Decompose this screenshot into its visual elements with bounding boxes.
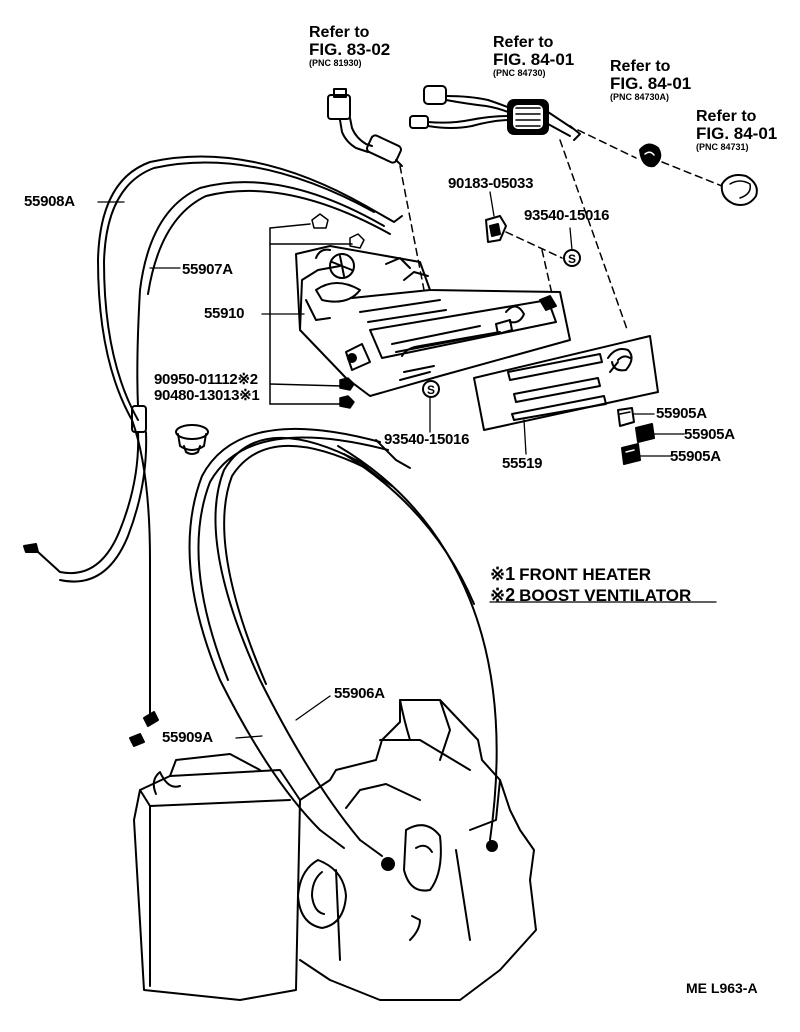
switch-connector xyxy=(327,88,403,167)
screw-upper: S xyxy=(563,249,581,267)
reference-figure: FIG. 84-01 xyxy=(696,124,778,143)
knob-55905a-1 xyxy=(617,407,635,427)
figure-code: ME L963-A xyxy=(686,980,758,996)
reference-refer-to: Refer to xyxy=(610,58,671,75)
part-label-55909a: 55909A xyxy=(162,729,213,746)
cable-55908a xyxy=(97,155,403,747)
reference-pnc: (PNC 81930) xyxy=(309,58,362,68)
reference-pnc: (PNC 84731) xyxy=(696,142,749,152)
reference-refer-to: Refer to xyxy=(309,24,370,41)
reference-fig-84-01-84730: Refer to FIG. 84-01 (PNC 84730) xyxy=(493,34,574,78)
heater-unit xyxy=(133,699,537,1001)
part-label-55905a-1: 55905A xyxy=(656,405,707,422)
knob-55905a-3 xyxy=(621,443,641,465)
legend-text: FRONT HEATER xyxy=(519,565,651,584)
reference-pnc: (PNC 84730) xyxy=(493,68,546,78)
part-label-55908a: 55908A xyxy=(24,193,75,210)
cable-55909a xyxy=(188,427,498,849)
part-label-90950-01112: 90950-01112※2 xyxy=(154,372,258,388)
reference-fig-83-02: Refer to FIG. 83-02 (PNC 81930) xyxy=(309,24,390,68)
reference-figure: FIG. 84-01 xyxy=(610,74,692,93)
knob-84731 xyxy=(720,174,758,206)
screw-lower: S xyxy=(422,380,440,398)
reference-refer-to: Refer to xyxy=(696,108,757,125)
part-number: 90950-01112 xyxy=(154,371,238,388)
part-label-55905a-2: 55905A xyxy=(684,426,735,443)
reference-pnc: (PNC 84730A) xyxy=(610,92,670,102)
part-label-55907a: 55907A xyxy=(182,261,233,278)
leader-lines xyxy=(97,191,717,739)
part-label-55905a-3: 55905A xyxy=(670,448,721,465)
part-mark: ※1 xyxy=(239,387,260,404)
blower-switch-harness xyxy=(409,85,581,141)
part-label-55906a: 55906A xyxy=(334,685,385,702)
legend-text: BOOST VENTILATOR xyxy=(519,586,692,605)
part-label-93540-15016-lower: 93540-15016 xyxy=(384,431,470,448)
reference-fig-84-01-84730a: Refer to FIG. 84-01 (PNC 84730A) xyxy=(610,58,691,102)
bolt-bracket xyxy=(269,213,365,409)
legend-symbol: ※2 xyxy=(490,585,516,605)
knob-55905a-2 xyxy=(635,423,655,443)
heater-control-face-plate xyxy=(473,335,659,431)
cable-55907a xyxy=(23,181,391,583)
legend-symbol: ※1 xyxy=(490,564,516,584)
cable-55906a xyxy=(214,436,393,857)
part-mark: ※2 xyxy=(237,371,258,388)
part-label-90480-13013: 90480-13013※1 xyxy=(154,387,260,404)
knob-84730a xyxy=(639,143,662,168)
clip-90183 xyxy=(485,215,507,243)
reference-fig-84-01-84731: Refer to FIG. 84-01 (PNC 84731) xyxy=(696,108,777,152)
part-number: 90480-13013 xyxy=(154,387,240,404)
heater-control-assembly xyxy=(295,245,571,397)
reference-refer-to: Refer to xyxy=(493,34,554,51)
grommet xyxy=(175,424,209,455)
reference-figure: FIG. 83-02 xyxy=(309,40,391,59)
reference-figure: FIG. 84-01 xyxy=(493,50,575,69)
assembly-dashed-lines xyxy=(399,129,723,333)
part-label-93540-15016-upper: 93540-15016 xyxy=(524,207,610,224)
part-label-55519: 55519 xyxy=(502,455,543,472)
part-label-90183-05033: 90183-05033 xyxy=(448,175,534,192)
svg-text:S: S xyxy=(568,252,576,266)
svg-text:S: S xyxy=(427,383,435,397)
part-label-55910: 55910 xyxy=(204,305,245,322)
